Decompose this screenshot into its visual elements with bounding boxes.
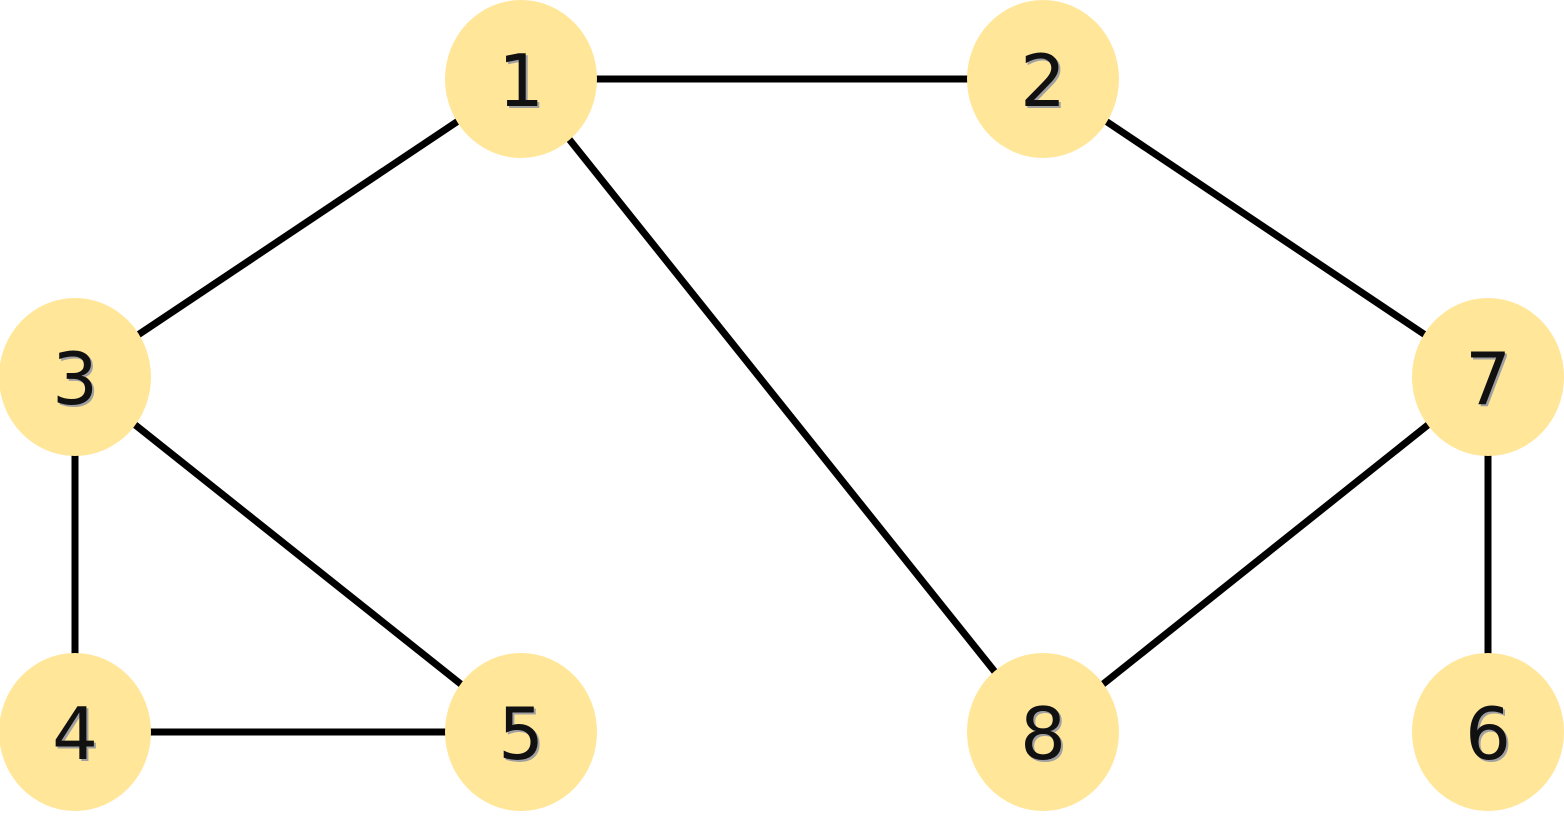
node-3: 33	[0, 298, 151, 456]
node-label-4: 4	[52, 692, 98, 776]
node-label-7: 7	[1465, 337, 1511, 421]
node-label-8: 8	[1020, 692, 1066, 776]
node-label-shadow-4: 4	[54, 694, 100, 778]
node-label-shadow-1: 1	[500, 41, 546, 125]
node-label-shadow-3: 3	[54, 339, 100, 423]
node-label-shadow-7: 7	[1467, 339, 1513, 423]
node-label-shadow-2: 2	[1022, 41, 1068, 125]
node-label-2: 2	[1020, 39, 1066, 123]
node-circle-2	[967, 0, 1119, 158]
node-2: 22	[967, 0, 1119, 158]
node-1: 11	[445, 0, 597, 158]
node-label-3: 3	[52, 337, 98, 421]
node-circle-3	[0, 298, 151, 456]
node-4: 44	[0, 653, 151, 811]
node-5: 55	[445, 653, 597, 811]
node-circle-5	[445, 653, 597, 811]
edge-3-5	[72, 374, 524, 735]
node-circle-6	[1412, 653, 1564, 811]
node-label-shadow-5: 5	[500, 694, 546, 778]
edge-1-3	[73, 76, 523, 380]
edge-2-7	[1041, 76, 1490, 380]
node-label-6: 6	[1465, 692, 1511, 776]
node-circle-4	[0, 653, 151, 811]
node-circle-1	[445, 0, 597, 158]
edge-7-8	[1040, 374, 1491, 735]
edges-layer	[71, 75, 1492, 736]
node-6: 66	[1412, 653, 1564, 811]
nodes-layer: 11 22 33 44 55 66 77 88	[0, 0, 1564, 811]
node-label-shadow-8: 8	[1022, 694, 1068, 778]
node-label-5: 5	[498, 692, 544, 776]
node-circle-7	[1412, 298, 1564, 456]
node-label-shadow-6: 6	[1467, 694, 1513, 778]
edge-1-8	[518, 76, 1046, 735]
node-8: 88	[967, 653, 1119, 811]
node-label-1: 1	[498, 39, 544, 123]
node-circle-8	[967, 653, 1119, 811]
node-7: 77	[1412, 298, 1564, 456]
